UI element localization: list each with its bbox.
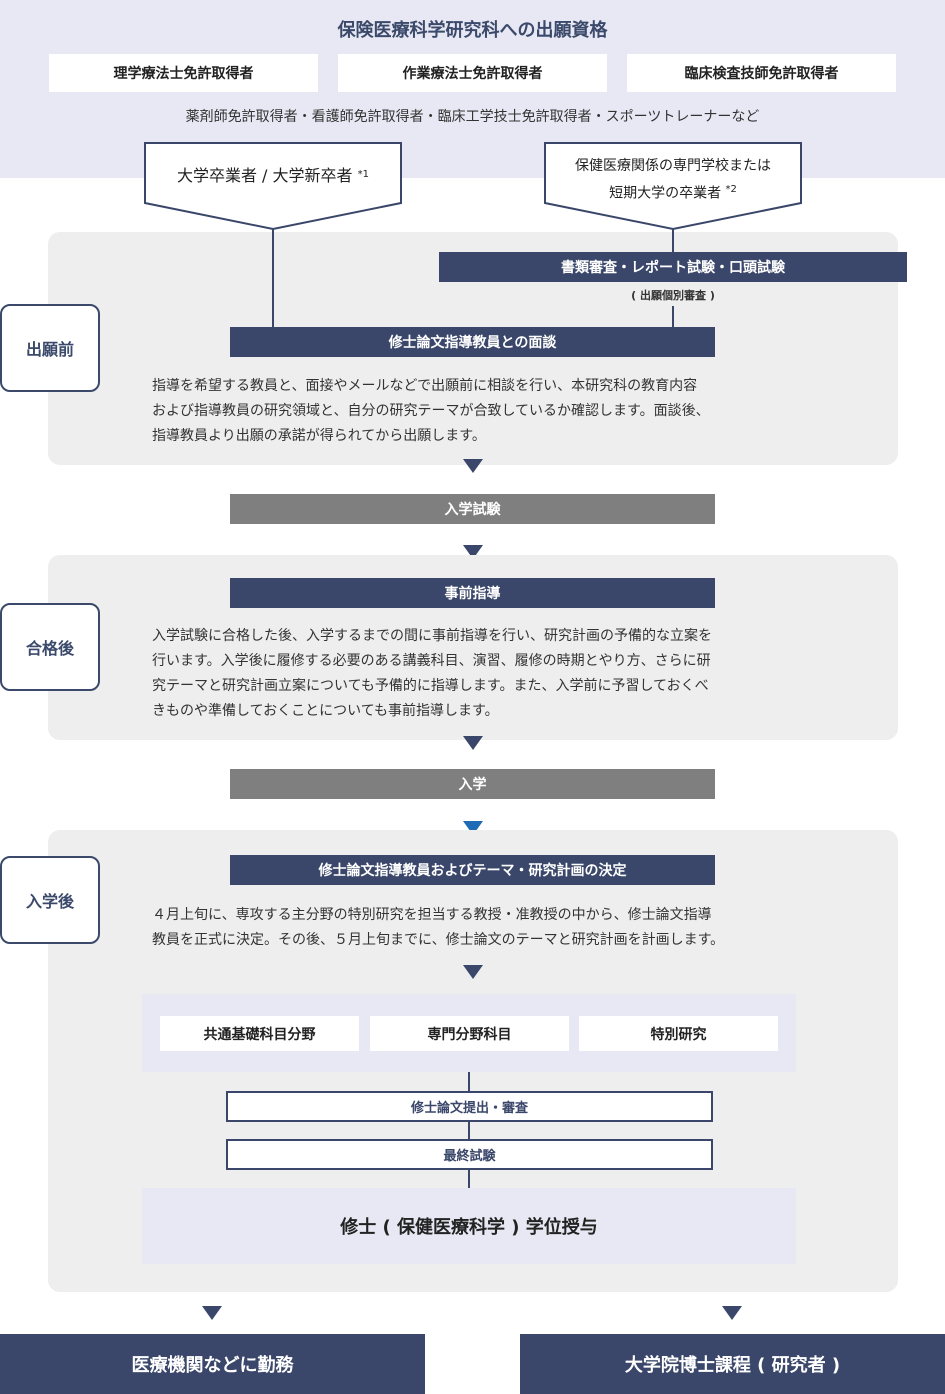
final-exam-bar: 最終試験 bbox=[226, 1139, 713, 1170]
pre-guidance-description: 入学試験に合格した後、入学するまでの間に事前指導を行い、研究計画の予備的な立案を… bbox=[152, 624, 832, 724]
path-university-text: 大学卒業者 / 大学新卒者 bbox=[176, 166, 353, 185]
screening-bar: 書類審査・レポート試験・口頭試験 bbox=[439, 252, 907, 282]
desc-line: 教員を正式に決定。その後、５月上旬までに、修士論文のテーマと研究計画を計画します… bbox=[152, 932, 725, 948]
stage-label-before-application: 出願前 bbox=[0, 304, 100, 392]
desc-line: きものや準備しておくことについても事前指導します。 bbox=[152, 703, 499, 719]
down-arrow-icon bbox=[463, 965, 483, 979]
connector-left bbox=[272, 228, 274, 328]
path-vocational-line1: 保健医療関係の専門学校または bbox=[575, 158, 771, 174]
desc-line: 入学試験に合格した後、入学するまでの間に事前指導を行い、研究計画の予備的な立案を bbox=[152, 628, 712, 644]
desc-line: 指導を希望する教員と、面接やメールなどで出願前に相談を行い、本研究科の教育内容 bbox=[152, 378, 698, 394]
thesis-submission-bar: 修士論文提出・審査 bbox=[226, 1091, 713, 1122]
enrollment-bar: 入学 bbox=[230, 769, 715, 799]
license-lab-technician: 臨床検査技師免許取得者 bbox=[627, 54, 896, 92]
other-licenses: 薬剤師免許取得者・看護師免許取得者・臨床工学技士免許取得者・スポーツトレーナーな… bbox=[185, 109, 760, 125]
advisor-decision-description: ４月上旬に、専攻する主分野の特別研究を担当する教授・准教授の中から、修士論文指導… bbox=[152, 903, 832, 953]
course-specialized: 専門分野科目 bbox=[370, 1016, 569, 1051]
license-occupational-therapist: 作業療法士免許取得者 bbox=[338, 54, 607, 92]
advisor-decision-bar: 修士論文指導教員およびテーマ・研究計画の決定 bbox=[230, 855, 715, 885]
path-vocational-label: 保健医療関係の専門学校または 短期大学の卒業者 *2 bbox=[543, 154, 803, 206]
pre-guidance-bar: 事前指導 bbox=[230, 578, 715, 608]
stage-label-after-enrollment: 入学後 bbox=[0, 856, 100, 944]
interview-bar: 修士論文指導教員との面談 bbox=[230, 327, 715, 357]
note-2: *2 bbox=[725, 184, 737, 195]
down-arrow-icon bbox=[202, 1306, 222, 1320]
interview-description: 指導を希望する教員と、面接やメールなどで出願前に相談を行い、本研究科の教育内容 … bbox=[152, 374, 832, 449]
outcome-doctoral-program: 大学院博士課程 ( 研究者 ) bbox=[520, 1334, 945, 1394]
path-university-label: 大学卒業者 / 大学新卒者 *1 bbox=[143, 141, 403, 207]
course-special-research: 特別研究 bbox=[579, 1016, 778, 1051]
down-arrow-icon bbox=[463, 459, 483, 473]
note-1: *1 bbox=[357, 168, 370, 180]
stage-label-after-passing: 合格後 bbox=[0, 603, 100, 691]
outcome-medical-employment: 医療機関などに勤務 bbox=[0, 1334, 425, 1394]
desc-line: および指導教員の研究領域と、自分の研究テーマが合致しているか確認します。面談後、 bbox=[152, 403, 710, 419]
connector-center bbox=[468, 1072, 470, 1190]
path-vocational-line2: 短期大学の卒業者 bbox=[609, 185, 722, 202]
screening-note: ( 出願個別審査 ) bbox=[631, 289, 715, 302]
exam-bar: 入学試験 bbox=[230, 494, 715, 524]
desc-line: 行います。入学後に履修する必要のある講義科目、演習、履修の時期とやり方、さらに研 bbox=[152, 653, 711, 669]
license-physical-therapist: 理学療法士免許取得者 bbox=[49, 54, 318, 92]
desc-line: 指導教員より出願の承諾が得られてから出願します。 bbox=[152, 428, 486, 444]
qualifications-title: 保険医療科学研究科への出願資格 bbox=[337, 20, 608, 41]
course-common-basic: 共通基礎科目分野 bbox=[160, 1016, 359, 1051]
desc-line: ４月上旬に、専攻する主分野の特別研究を担当する教授・准教授の中から、修士論文指導 bbox=[152, 907, 712, 923]
down-arrow-icon bbox=[722, 1306, 742, 1320]
connector-right-bottom bbox=[672, 306, 674, 328]
path-vocational-shape bbox=[544, 142, 802, 231]
path-university-shape bbox=[144, 142, 402, 231]
down-arrow-icon bbox=[463, 736, 483, 750]
degree-award: 修士 ( 保健医療科学 ) 学位授与 bbox=[142, 1188, 796, 1264]
connector-right-top bbox=[672, 228, 674, 252]
desc-line: 究テーマと研究計画立案についても予備的に指導します。また、入学前に予習しておくべ bbox=[152, 678, 709, 694]
